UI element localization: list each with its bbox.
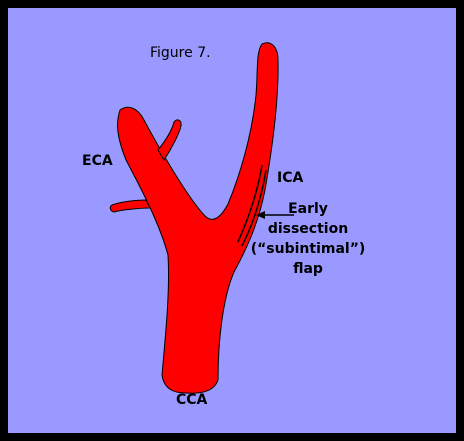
label-ica: ICA (277, 170, 303, 186)
flap-annotation-line-3: (“subintimal”) (246, 239, 370, 259)
flap-annotation: Early dissection (“subintimal”) flap (246, 199, 370, 279)
eca-branch-upper (158, 120, 181, 160)
label-cca: CCA (176, 392, 207, 408)
figure-caption: Figure 7. (150, 45, 211, 61)
flap-annotation-line-4: flap (246, 259, 370, 279)
flap-annotation-line-2: dissection (246, 219, 370, 239)
label-eca: ECA (82, 153, 113, 169)
flap-annotation-line-1: Early (246, 199, 370, 219)
eca-branch-left (110, 200, 150, 212)
